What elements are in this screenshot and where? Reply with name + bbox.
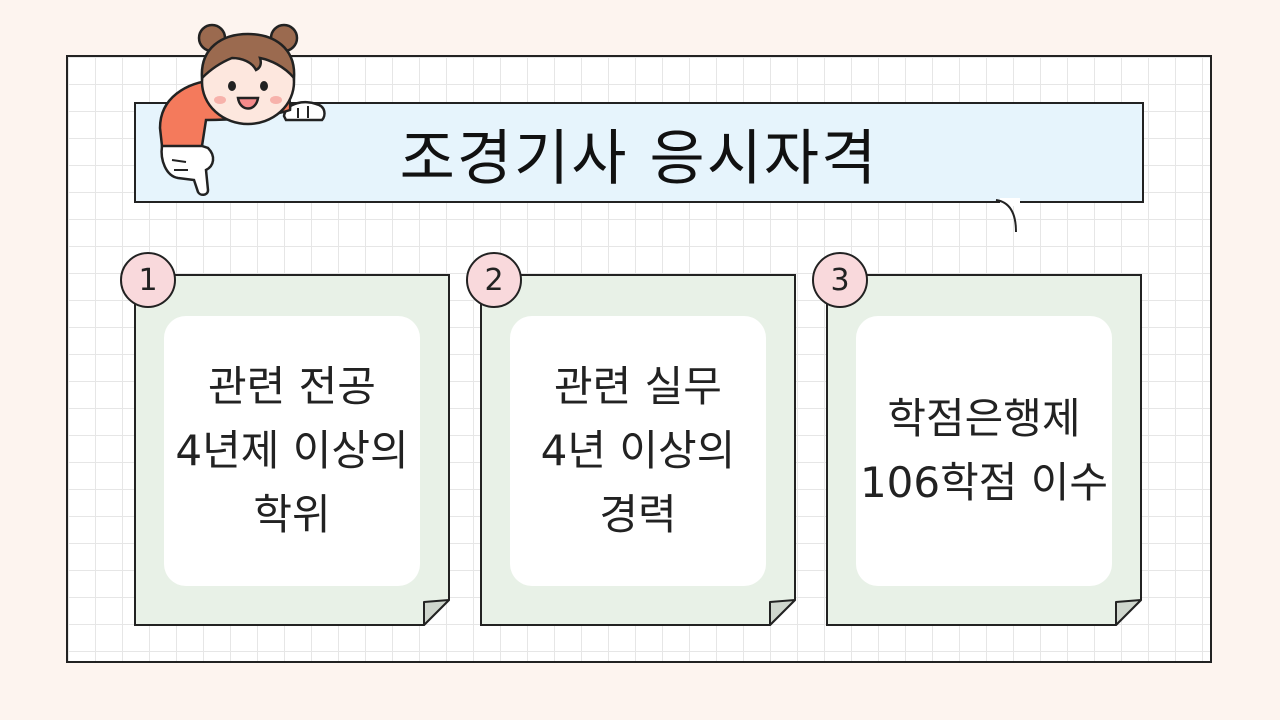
card-line: 학점은행제 xyxy=(887,394,1081,443)
card-content: 관련 전공 4년제 이상의 학위 xyxy=(164,316,420,586)
folded-corner-icon xyxy=(769,599,796,626)
card-content: 학점은행제 106학점 이수 xyxy=(856,316,1112,586)
girl-mascot-pointing-icon xyxy=(158,23,326,196)
title-banner-right-border xyxy=(1142,102,1144,202)
card-line: 4년 이상의 xyxy=(540,426,736,475)
card-2: 관련 실무 4년 이상의 경력 xyxy=(480,274,796,626)
page-title: 조경기사 응시자격 xyxy=(399,123,879,194)
card-3: 학점은행제 106학점 이수 xyxy=(826,274,1142,626)
card-line: 106학점 이수 xyxy=(859,458,1109,507)
speech-tail-icon xyxy=(995,198,1020,233)
folded-corner-icon xyxy=(1115,599,1142,626)
card-line: 경력 xyxy=(599,490,677,539)
card-line: 학위 xyxy=(253,490,331,539)
title-banner-top-border xyxy=(134,102,1144,104)
card-content: 관련 실무 4년 이상의 경력 xyxy=(510,316,766,586)
number-badge-2: 2 xyxy=(466,252,522,308)
number-badge-1: 1 xyxy=(120,252,176,308)
card-line: 관련 전공 xyxy=(208,362,376,411)
number-badge-3: 3 xyxy=(812,252,868,308)
card-line: 관련 실무 xyxy=(554,362,722,411)
card-1: 관련 전공 4년제 이상의 학위 xyxy=(134,274,450,626)
folded-corner-icon xyxy=(423,599,450,626)
card-line: 4년제 이상의 xyxy=(175,426,409,475)
